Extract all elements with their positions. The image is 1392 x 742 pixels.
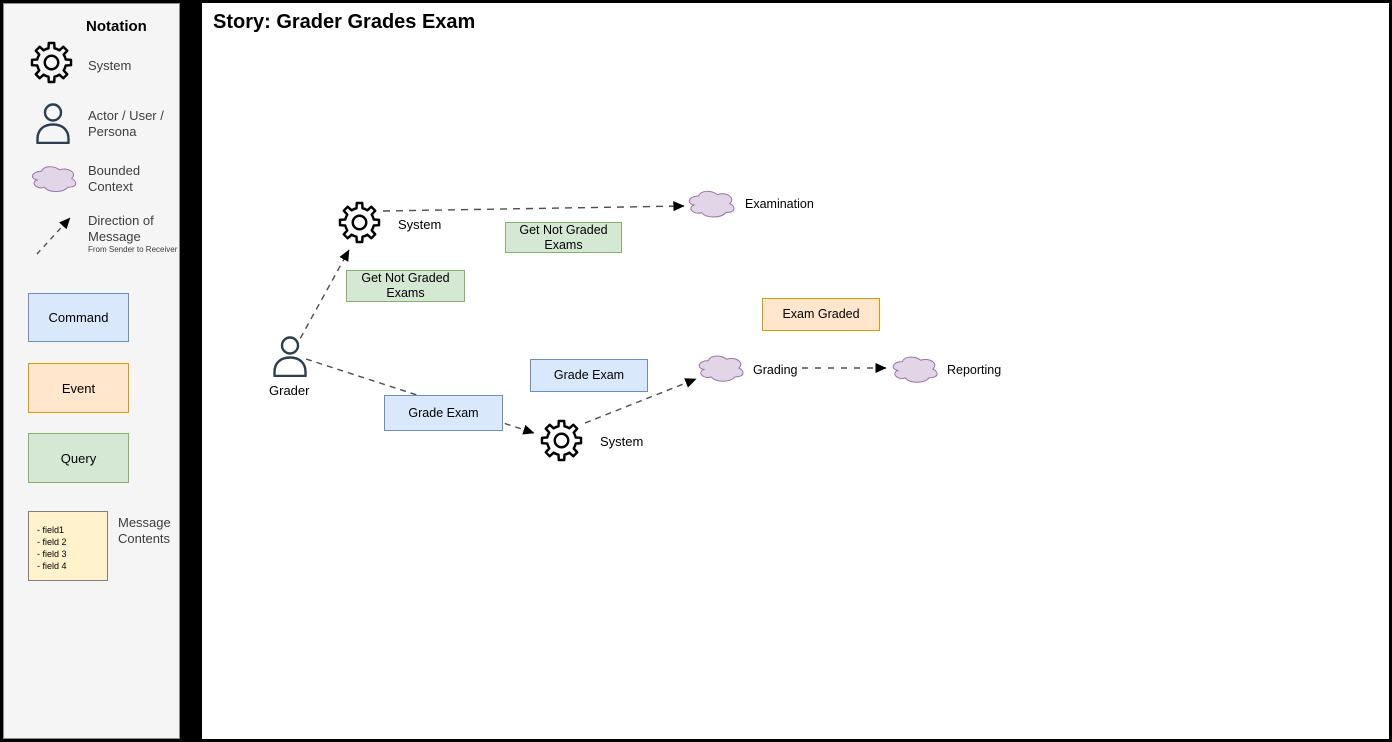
system-bottom-gear-icon bbox=[539, 418, 584, 463]
legend-direction-label: Direction of Message bbox=[88, 213, 154, 244]
cloud-grading-icon bbox=[696, 353, 745, 383]
event-box-exam-graded: Exam Graded bbox=[762, 298, 880, 331]
legend-actor-label: Actor / User / Persona bbox=[88, 108, 164, 139]
cloud-grading-label: Grading bbox=[753, 363, 798, 377]
legend-dashed-arrow-icon bbox=[29, 207, 79, 259]
legend-event-swatch: Event bbox=[28, 363, 129, 413]
legend-bounded-context-label: Bounded Context bbox=[88, 163, 141, 194]
legend-command-swatch: Command bbox=[28, 293, 129, 342]
legend-gear-icon bbox=[29, 40, 74, 85]
story-canvas: Story: Grader Grades Exam Grader System … bbox=[202, 3, 1389, 739]
note-field: - field 2 bbox=[37, 537, 67, 547]
legend-system-label: System bbox=[88, 58, 132, 73]
actor-grader-icon bbox=[272, 335, 308, 377]
legend-query-swatch: Query bbox=[28, 433, 129, 483]
note-field: - field 4 bbox=[37, 561, 67, 571]
legend-cloud-icon bbox=[29, 164, 78, 193]
cloud-examination-icon bbox=[686, 188, 736, 219]
system-top-gear-icon bbox=[337, 200, 382, 245]
actor-grader-label: Grader bbox=[269, 383, 310, 398]
notation-panel: Notation System Actor / User / Persona B… bbox=[3, 3, 180, 739]
command-box-grade-exam-2: Grade Exam bbox=[530, 359, 648, 392]
note-field: - field1 bbox=[37, 525, 65, 535]
story-title: Story: Grader Grades Exam bbox=[213, 11, 476, 33]
legend-person-icon bbox=[35, 102, 71, 144]
cloud-reporting-label: Reporting bbox=[947, 363, 1002, 377]
system-top-label: System bbox=[398, 217, 442, 232]
legend-direction-sublabel: From Sender to Receiver bbox=[88, 245, 178, 254]
legend-message-contents-note: - field1 - field 2 - field 3 - field 4 bbox=[28, 511, 108, 581]
query-box-get-not-graded-exams-1: Get Not Graded Exams bbox=[505, 222, 622, 253]
query-box-get-not-graded-exams-2: Get Not Graded Exams bbox=[346, 270, 465, 302]
notation-title: Notation bbox=[86, 18, 147, 35]
system-bottom-label: System bbox=[600, 434, 644, 449]
cloud-reporting-icon bbox=[890, 354, 939, 384]
legend-message-contents-label: Message Contents bbox=[118, 515, 171, 546]
command-box-grade-exam-1: Grade Exam bbox=[384, 395, 503, 431]
note-field: - field 3 bbox=[37, 549, 67, 559]
cloud-examination-label: Examination bbox=[745, 197, 814, 211]
